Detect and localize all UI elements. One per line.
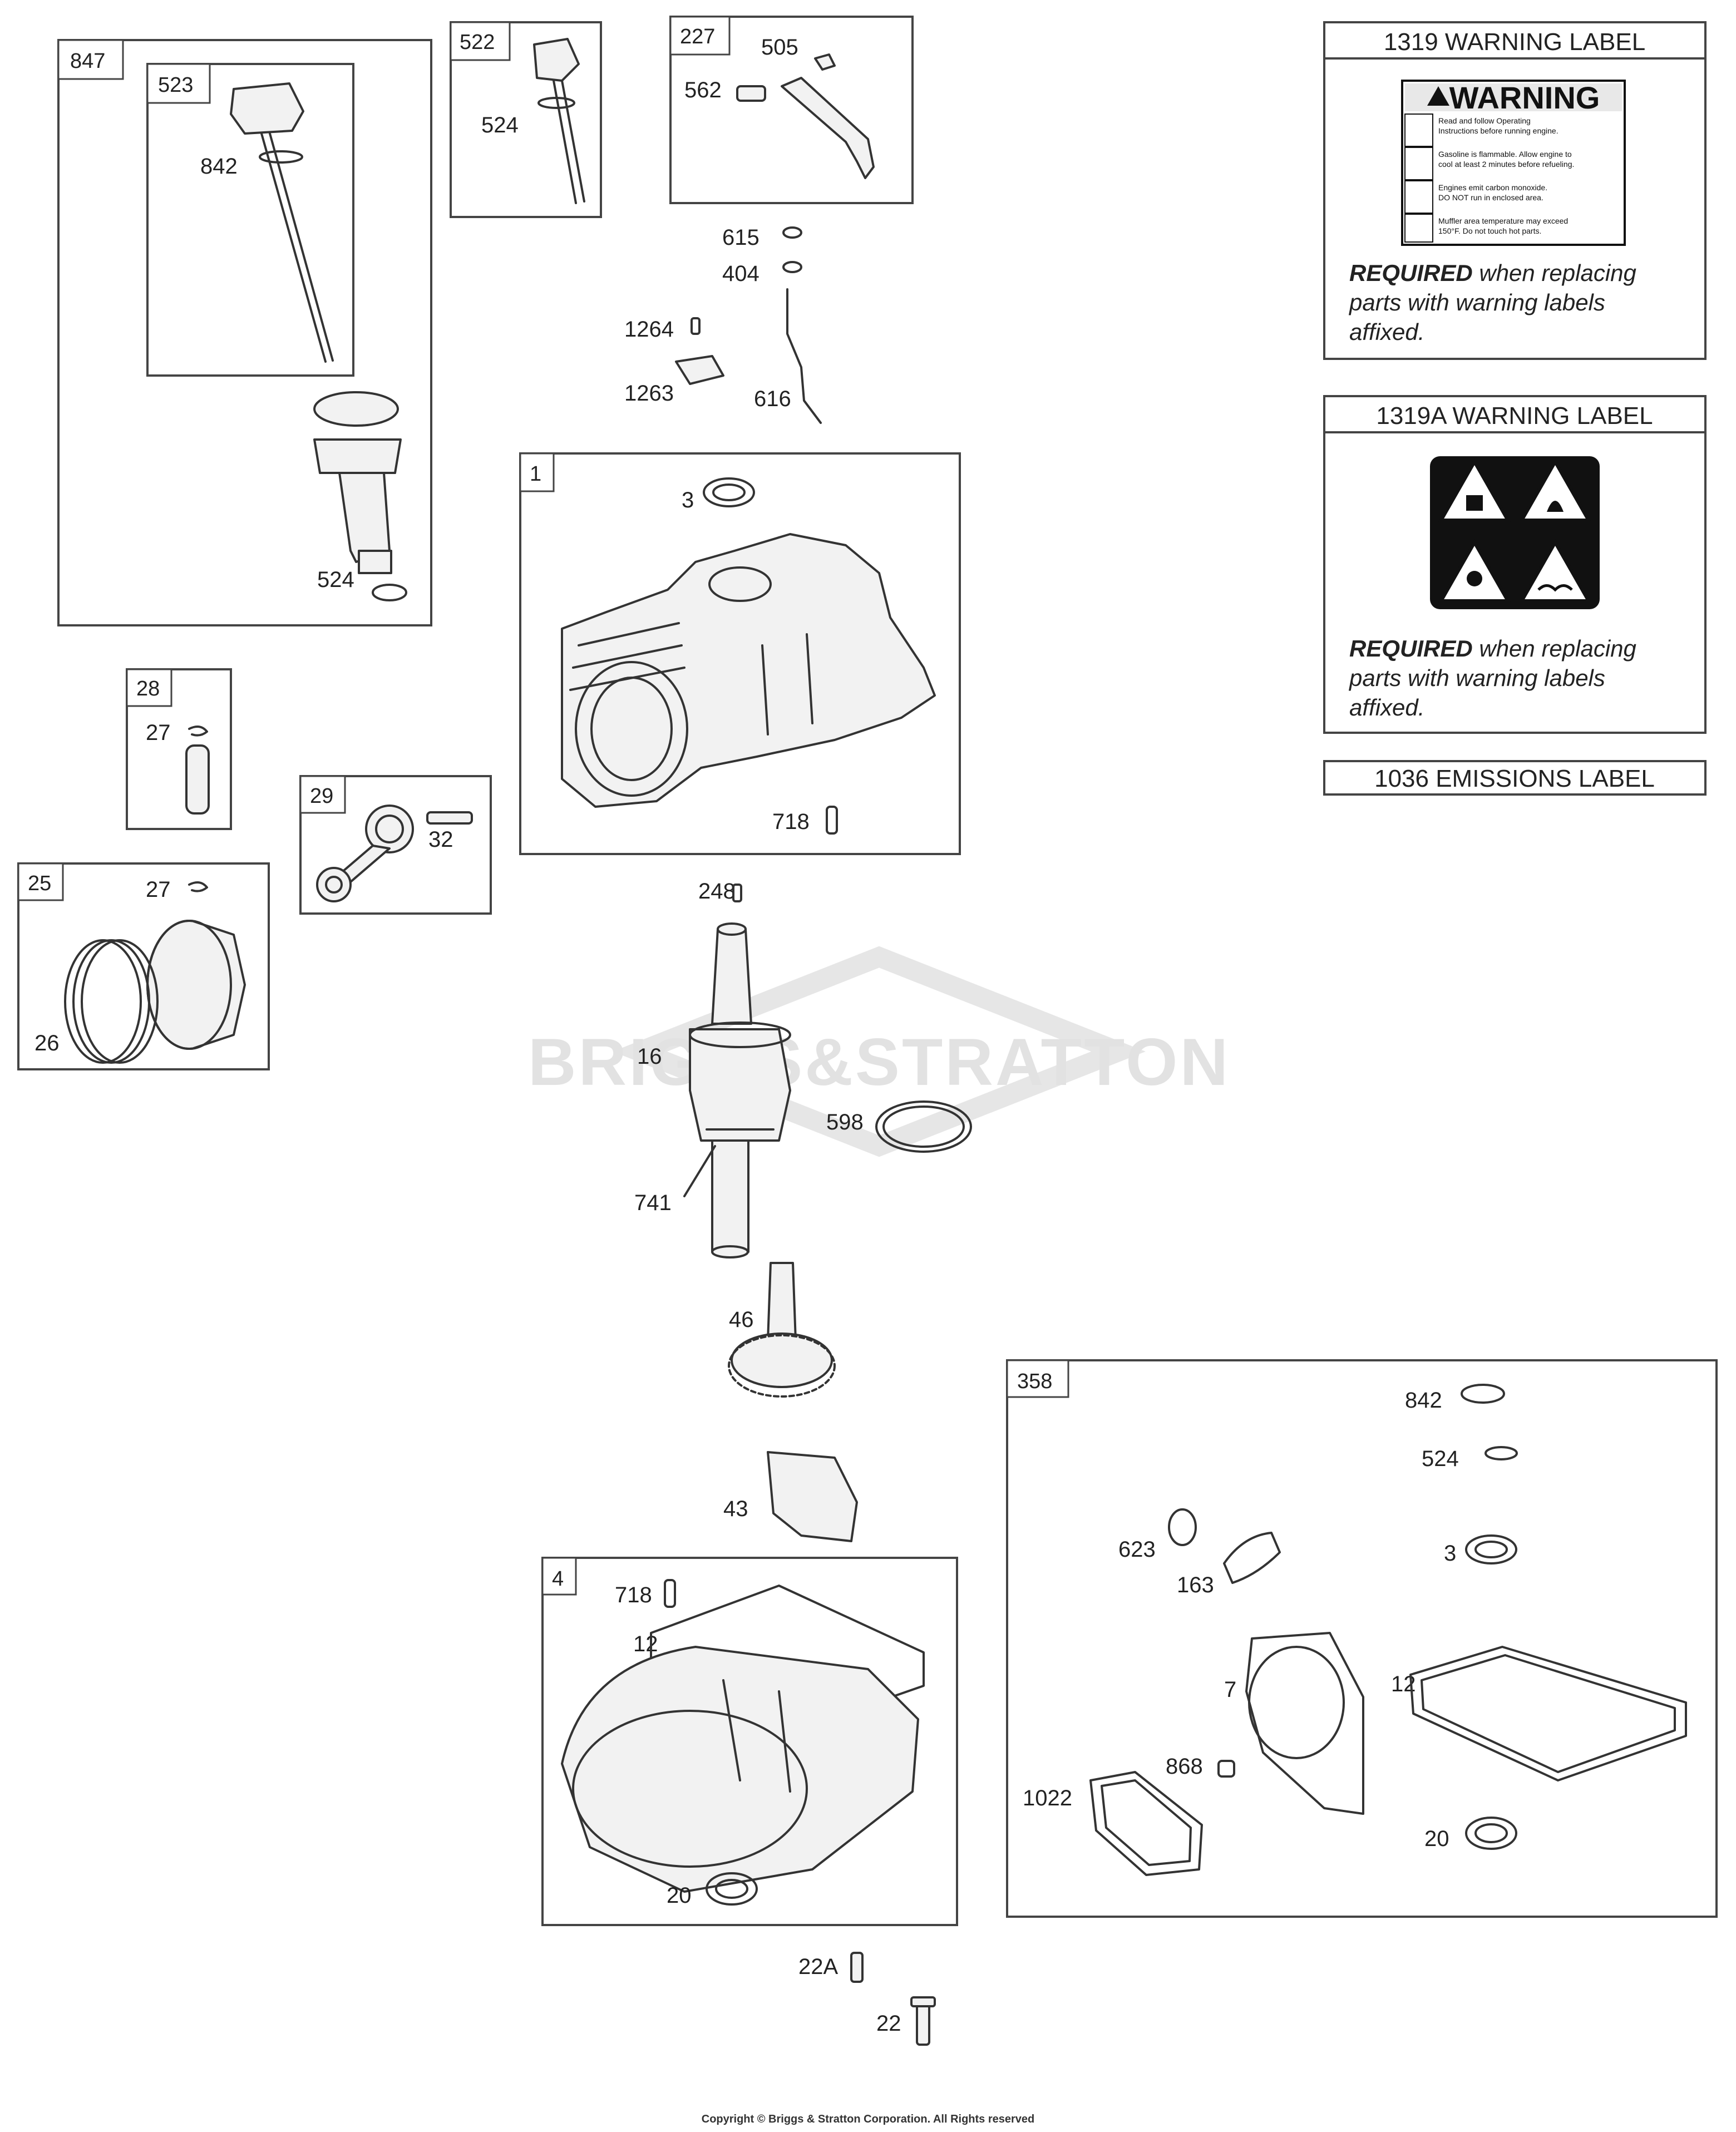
callout-562: 562: [684, 78, 722, 102]
label-1319-title: 1319 WARNING LABEL: [1384, 28, 1645, 56]
fumes-icon: [1404, 180, 1433, 214]
callout-598: 598: [826, 1110, 864, 1134]
callout-1263: 1263: [624, 381, 674, 406]
callout-26: 26: [34, 1031, 60, 1055]
camshaft-assembly: 46 43: [723, 1262, 858, 1542]
label-1319A-title: 1319A WARNING LABEL: [1376, 402, 1653, 430]
callout-524: 524: [317, 567, 354, 592]
callout-27-b: 27: [146, 877, 171, 902]
label-1319-required-line2: parts with warning labels: [1348, 289, 1605, 315]
group-29: 29 32: [299, 775, 492, 915]
group-358: 358 842 524 623 3 163 7 12 868 1022 20: [1006, 1359, 1718, 1918]
callout-16: 16: [637, 1044, 662, 1069]
callout-505: 505: [761, 35, 798, 60]
callout-842: 842: [200, 154, 238, 179]
loose-parts-governor: 615 404 1264 1263 616: [624, 225, 822, 424]
hot-surface-warning-icon: [1518, 539, 1592, 603]
label-1319A-required-line3: affixed.: [1349, 694, 1424, 720]
group-847-tag: 847: [70, 50, 105, 73]
callout-27: 27: [146, 720, 171, 745]
label-1319-line-7: 150°F. Do not touch hot parts.: [1438, 226, 1541, 235]
warning-label-1319: 1319 WARNING LABEL WARNING Read and foll…: [1323, 21, 1707, 360]
warning-triangle-icon: [1427, 86, 1449, 106]
group-28: 28 27: [126, 668, 232, 830]
label-1319A-icons: [1438, 458, 1592, 603]
label-1319A-required-line1: REQUIRED when replacing: [1349, 635, 1636, 662]
callout-22: 22: [876, 2011, 901, 2036]
callout-842-b: 842: [1405, 1388, 1442, 1413]
flame-icon: [1518, 458, 1592, 522]
read-manual-icon: [1438, 458, 1511, 522]
callout-404: 404: [722, 261, 760, 286]
warning-label-1319A: 1319A WARNING LABEL REQUIRED when replac…: [1323, 395, 1707, 734]
group-227: 227 505 562: [669, 16, 914, 204]
group-358-tag: 358: [1017, 1370, 1052, 1393]
callout-623: 623: [1118, 1537, 1156, 1562]
callout-524-b: 524: [481, 113, 519, 137]
watermark-text: BRIGGS&STRATTON: [528, 1025, 1230, 1099]
label-1319-line-5: DO NOT run in enclosed area.: [1438, 193, 1543, 202]
callout-1022: 1022: [1023, 1786, 1072, 1810]
group-1: 1 3 718: [519, 452, 961, 855]
dipstick-tube-part: [313, 391, 402, 574]
group-523-tag: 523: [158, 73, 193, 97]
dipstick-part: [230, 82, 334, 363]
fasteners: 22A 22: [798, 1952, 936, 2046]
group-4: 4 718 12 20: [541, 1557, 958, 1926]
callout-741: 741: [634, 1191, 672, 1215]
group-25-tag: 25: [28, 872, 51, 895]
label-1319-line-4: Engines emit carbon monoxide.: [1438, 183, 1547, 192]
label-1319-line-3: cool at least 2 minutes before refueling…: [1438, 160, 1574, 169]
callout-868: 868: [1166, 1754, 1203, 1779]
label-1319A-required-line2: parts with warning labels: [1348, 665, 1605, 691]
emissions-label-1036: 1036 EMISSIONS LABEL: [1323, 760, 1707, 796]
label-1319-required-line3: affixed.: [1349, 319, 1424, 345]
label-1319-line-0: Read and follow Operating: [1438, 116, 1531, 125]
callout-12: 12: [633, 1632, 658, 1656]
hot-surface-icon: [1404, 214, 1433, 243]
seal-ring: [372, 584, 407, 601]
callout-20: 20: [667, 1883, 692, 1908]
group-29-tag: 29: [310, 784, 333, 808]
callout-163: 163: [1177, 1573, 1214, 1597]
callout-20-b: 20: [1424, 1827, 1449, 1851]
label-1036-title: 1036 EMISSIONS LABEL: [1374, 765, 1655, 792]
callout-615: 615: [722, 225, 760, 250]
label-1319-required-line1: REQUIRED when replacing: [1349, 260, 1636, 287]
callout-524-c: 524: [1422, 1447, 1459, 1471]
callout-22A: 22A: [798, 1955, 838, 1979]
label-1319-line-6: Muffler area temperature may exceed: [1438, 216, 1568, 225]
copyright-text: Copyright © Briggs & Stratton Corporatio…: [702, 2113, 1035, 2125]
label-1319-rows: Read and follow Operating Instructions b…: [1404, 113, 1574, 243]
callout-7: 7: [1224, 1677, 1236, 1702]
group-25: 25 27 26: [17, 862, 270, 1070]
group-4-tag: 4: [552, 1567, 564, 1591]
callout-3: 3: [682, 488, 694, 512]
group-522-tag: 522: [460, 31, 495, 54]
watermark: BRIGGS&STRATTON: [528, 946, 1230, 1157]
group-522: 522 524: [450, 21, 602, 218]
callout-718-b: 718: [615, 1583, 652, 1607]
label-1319-line-2: Gasoline is flammable. Allow engine to: [1438, 150, 1572, 159]
group-1-tag: 1: [530, 462, 541, 486]
crankshaft-assembly: 248 16 598 741: [634, 879, 972, 1259]
callout-32: 32: [428, 827, 453, 852]
callout-718: 718: [772, 810, 810, 834]
callout-46: 46: [729, 1307, 754, 1332]
group-28-tag: 28: [136, 677, 160, 700]
label-1319-header: WARNING: [1449, 80, 1600, 115]
fire-icon: [1404, 147, 1433, 180]
callout-3-b: 3: [1444, 1541, 1456, 1566]
callout-1264: 1264: [624, 317, 674, 342]
label-1319-line-1: Instructions before running engine.: [1438, 126, 1559, 135]
callout-248: 248: [698, 879, 736, 904]
group-847: 847 523 842 524: [57, 39, 432, 626]
manual-icon: [1404, 113, 1433, 147]
callout-43: 43: [723, 1497, 748, 1521]
callout-616: 616: [754, 387, 791, 411]
group-227-tag: 227: [680, 25, 715, 48]
